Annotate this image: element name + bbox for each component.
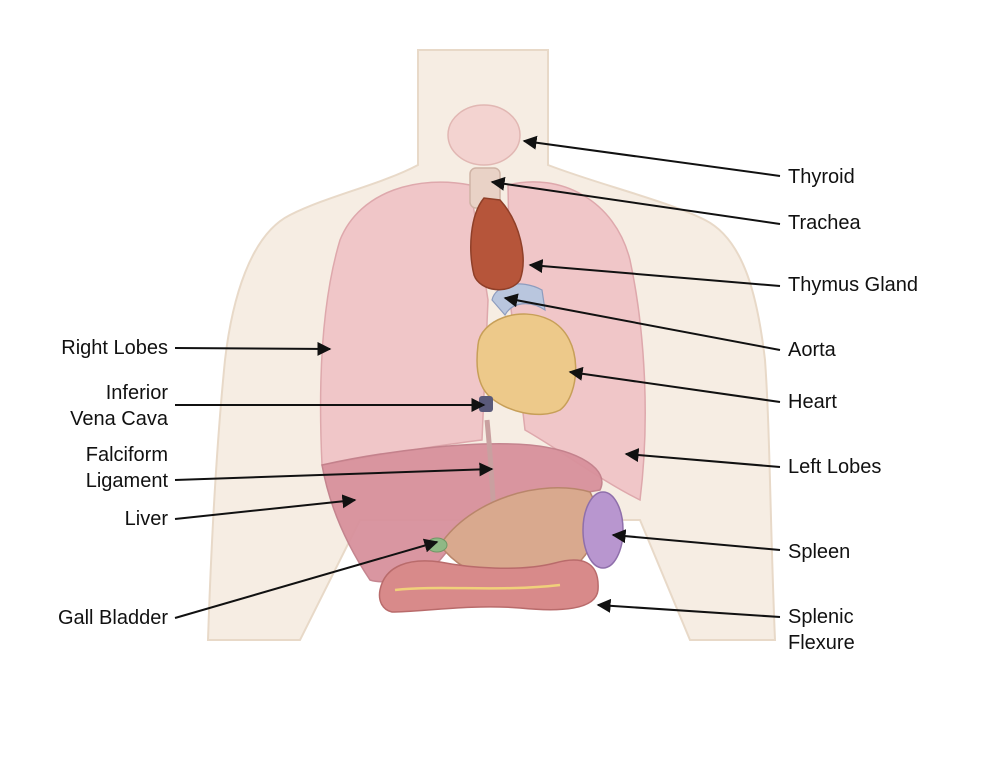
label-thymus-line-1: Thymus Gland [788,274,919,296]
label-falciform-ligament: Falciform Ligament [86,442,168,494]
label-inferior-vena-cava: Inferior Vena Cava [70,380,168,432]
leader-line-thymus [528,259,781,287]
label-falciform-line-1: Falciform [85,444,168,466]
label-left-lobes-line-1: Left Lobes [788,456,882,478]
label-thymus-gland: Thymus Gland [788,272,918,298]
leader-line-heart [568,366,781,403]
leader-line-splenic-flexure [596,598,781,618]
label-thyroid: Thyroid [788,164,855,190]
label-gall-bladder: Gall Bladder [58,605,168,631]
label-heart-line-1: Heart [788,391,837,413]
label-thyroid-line-1: Thyroid [788,166,855,188]
colon-highlight [394,583,561,592]
label-spleen: Spleen [788,539,850,565]
label-heart: Heart [788,389,837,415]
colon [378,559,599,613]
label-ivc-line-1: Inferior [105,382,168,404]
leader-line-liver [174,494,357,520]
leader-line-thyroid [522,135,781,177]
label-liver: Liver [125,506,168,532]
label-splenic-flexure-line-2: Flexure [788,632,855,654]
label-falciform-line-2: Ligament [85,470,168,492]
leader-line-right-lobes [174,341,332,356]
label-aorta-line-1: Aorta [788,339,836,361]
leader-line-gall-bladder [174,538,439,619]
label-trachea: Trachea [788,210,861,236]
heart [476,313,577,416]
label-left-lobes: Left Lobes [788,454,881,480]
label-right-lobes: Right Lobes [61,335,168,361]
label-trachea-line-1: Trachea [788,212,861,234]
label-ivc-line-2: Vena Cava [70,408,168,430]
label-spleen-line-1: Spleen [788,541,851,563]
label-aorta: Aorta [788,337,836,363]
leader-line-falciform-ligament [174,462,494,481]
leader-line-aorta [503,293,781,351]
thyroid [447,104,521,166]
leader-line-spleen [611,529,781,551]
thymus [470,197,524,291]
leader-lines [174,135,781,619]
label-splenic-flexure-line-1: Splenic [788,606,854,628]
label-right-lobes-line-1: Right Lobes [61,337,168,359]
leader-line-trachea [490,176,781,225]
leader-line-left-lobes [624,448,781,468]
label-liver-line-1: Liver [124,508,168,530]
label-splenic-flexure: Splenic Flexure [788,604,855,656]
spleen [582,491,624,569]
label-gall-bladder-line-1: Gall Bladder [57,607,168,629]
